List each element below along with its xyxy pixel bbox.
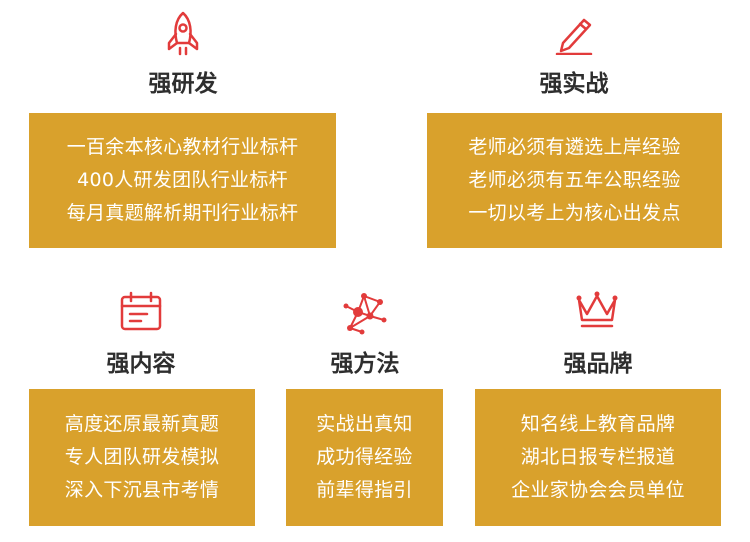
feature-box-content: 高度还原最新真题 专人团队研发模拟 深入下沉县市考情 [29, 389, 255, 526]
feature-line: 老师必须有五年公职经验 [468, 169, 681, 191]
feature-box-method: 实战出真知 成功得经验 前辈得指引 [286, 389, 443, 526]
feature-box-brand: 知名线上教育品牌 湖北日报专栏报道 企业家协会会员单位 [475, 389, 721, 526]
section-title-method: 强方法 [330, 351, 400, 377]
feature-line: 湖北日报专栏报道 [520, 446, 676, 468]
feature-line: 企业家协会会员单位 [511, 479, 685, 501]
pencil-icon [555, 18, 593, 55]
feature-line: 高度还原最新真题 [64, 413, 220, 435]
feature-line: 实战出真知 [316, 413, 413, 435]
section-title-brand: 强品牌 [563, 351, 633, 377]
feature-line: 知名线上教育品牌 [520, 413, 676, 435]
feature-line: 一切以考上为核心出发点 [468, 202, 681, 224]
feature-line: 老师必须有遴选上岸经验 [468, 136, 681, 158]
feature-box-research: 一百余本核心教材行业标杆 400人研发团队行业标杆 每月真题解析期刊行业标杆 [29, 113, 336, 248]
feature-line: 深入下沉县市考情 [64, 479, 220, 501]
section-title-practice: 强实战 [539, 71, 609, 97]
feature-line: 每月真题解析期刊行业标杆 [66, 202, 299, 224]
feature-line: 一百余本核心教材行业标杆 [66, 136, 299, 158]
network-icon [343, 293, 387, 335]
crown-icon [576, 291, 618, 328]
feature-line: 成功得经验 [316, 446, 413, 468]
feature-line: 前辈得指引 [316, 479, 413, 501]
calendar-icon [120, 291, 162, 331]
section-title-research: 强研发 [148, 71, 218, 97]
feature-line: 专人团队研发模拟 [64, 446, 220, 468]
feature-box-practice: 老师必须有遴选上岸经验 老师必须有五年公职经验 一切以考上为核心出发点 [427, 113, 722, 248]
rocket-icon [167, 11, 199, 56]
feature-line: 400人研发团队行业标杆 [77, 169, 288, 191]
section-title-content: 强内容 [106, 351, 176, 377]
